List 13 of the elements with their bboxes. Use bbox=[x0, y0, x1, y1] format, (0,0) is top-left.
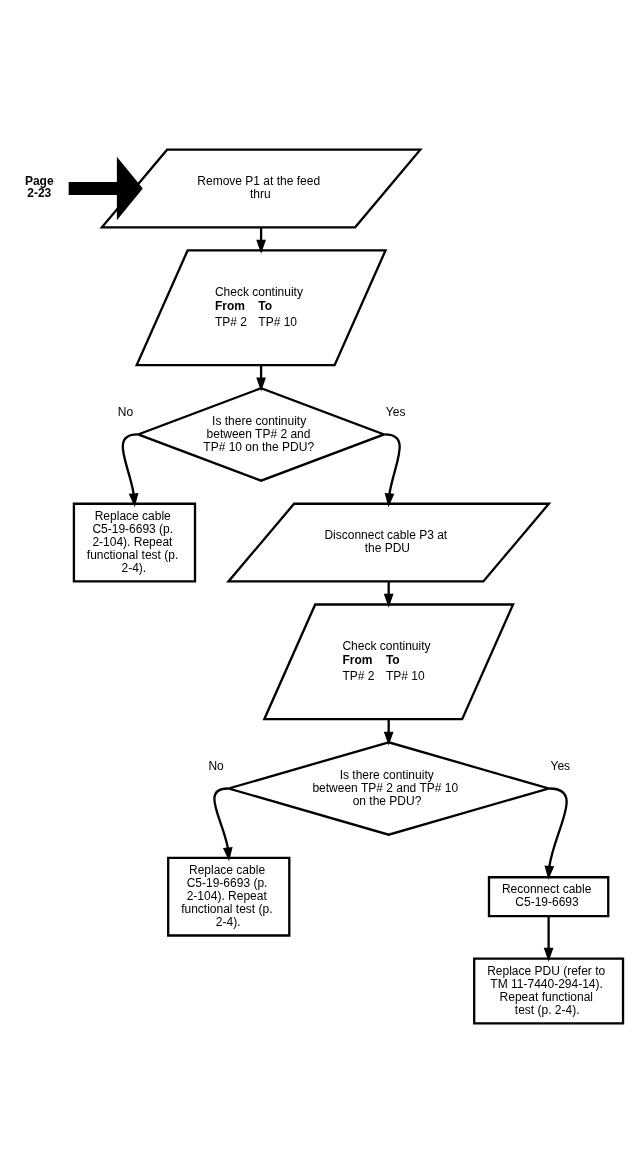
edge-label: No bbox=[208, 758, 224, 773]
edge-label: No bbox=[117, 404, 134, 419]
node-box: Reconnect cable C5-19-6693 bbox=[487, 875, 610, 917]
arrow bbox=[213, 786, 233, 861]
node-box: Replace cable C5-19-6693 (p. 2-104). Repeat functional test (p. 2-4). bbox=[72, 502, 197, 583]
edge-label: Yes bbox=[550, 758, 571, 773]
arrow bbox=[543, 915, 554, 962]
node-text: Page 2-23 bbox=[24, 173, 54, 200]
arrow bbox=[68, 156, 143, 220]
edge-label: Yes bbox=[385, 404, 406, 419]
node-box: Replace cable C5-19-6693 (p. 2-104). Repeat functional test (p. 2-4). bbox=[167, 856, 291, 937]
arrow bbox=[544, 786, 568, 880]
node-box: Replace PDU (refer to TM 11-7440-294-14). Repeat functional test (p. 2-4). bbox=[473, 956, 625, 1024]
